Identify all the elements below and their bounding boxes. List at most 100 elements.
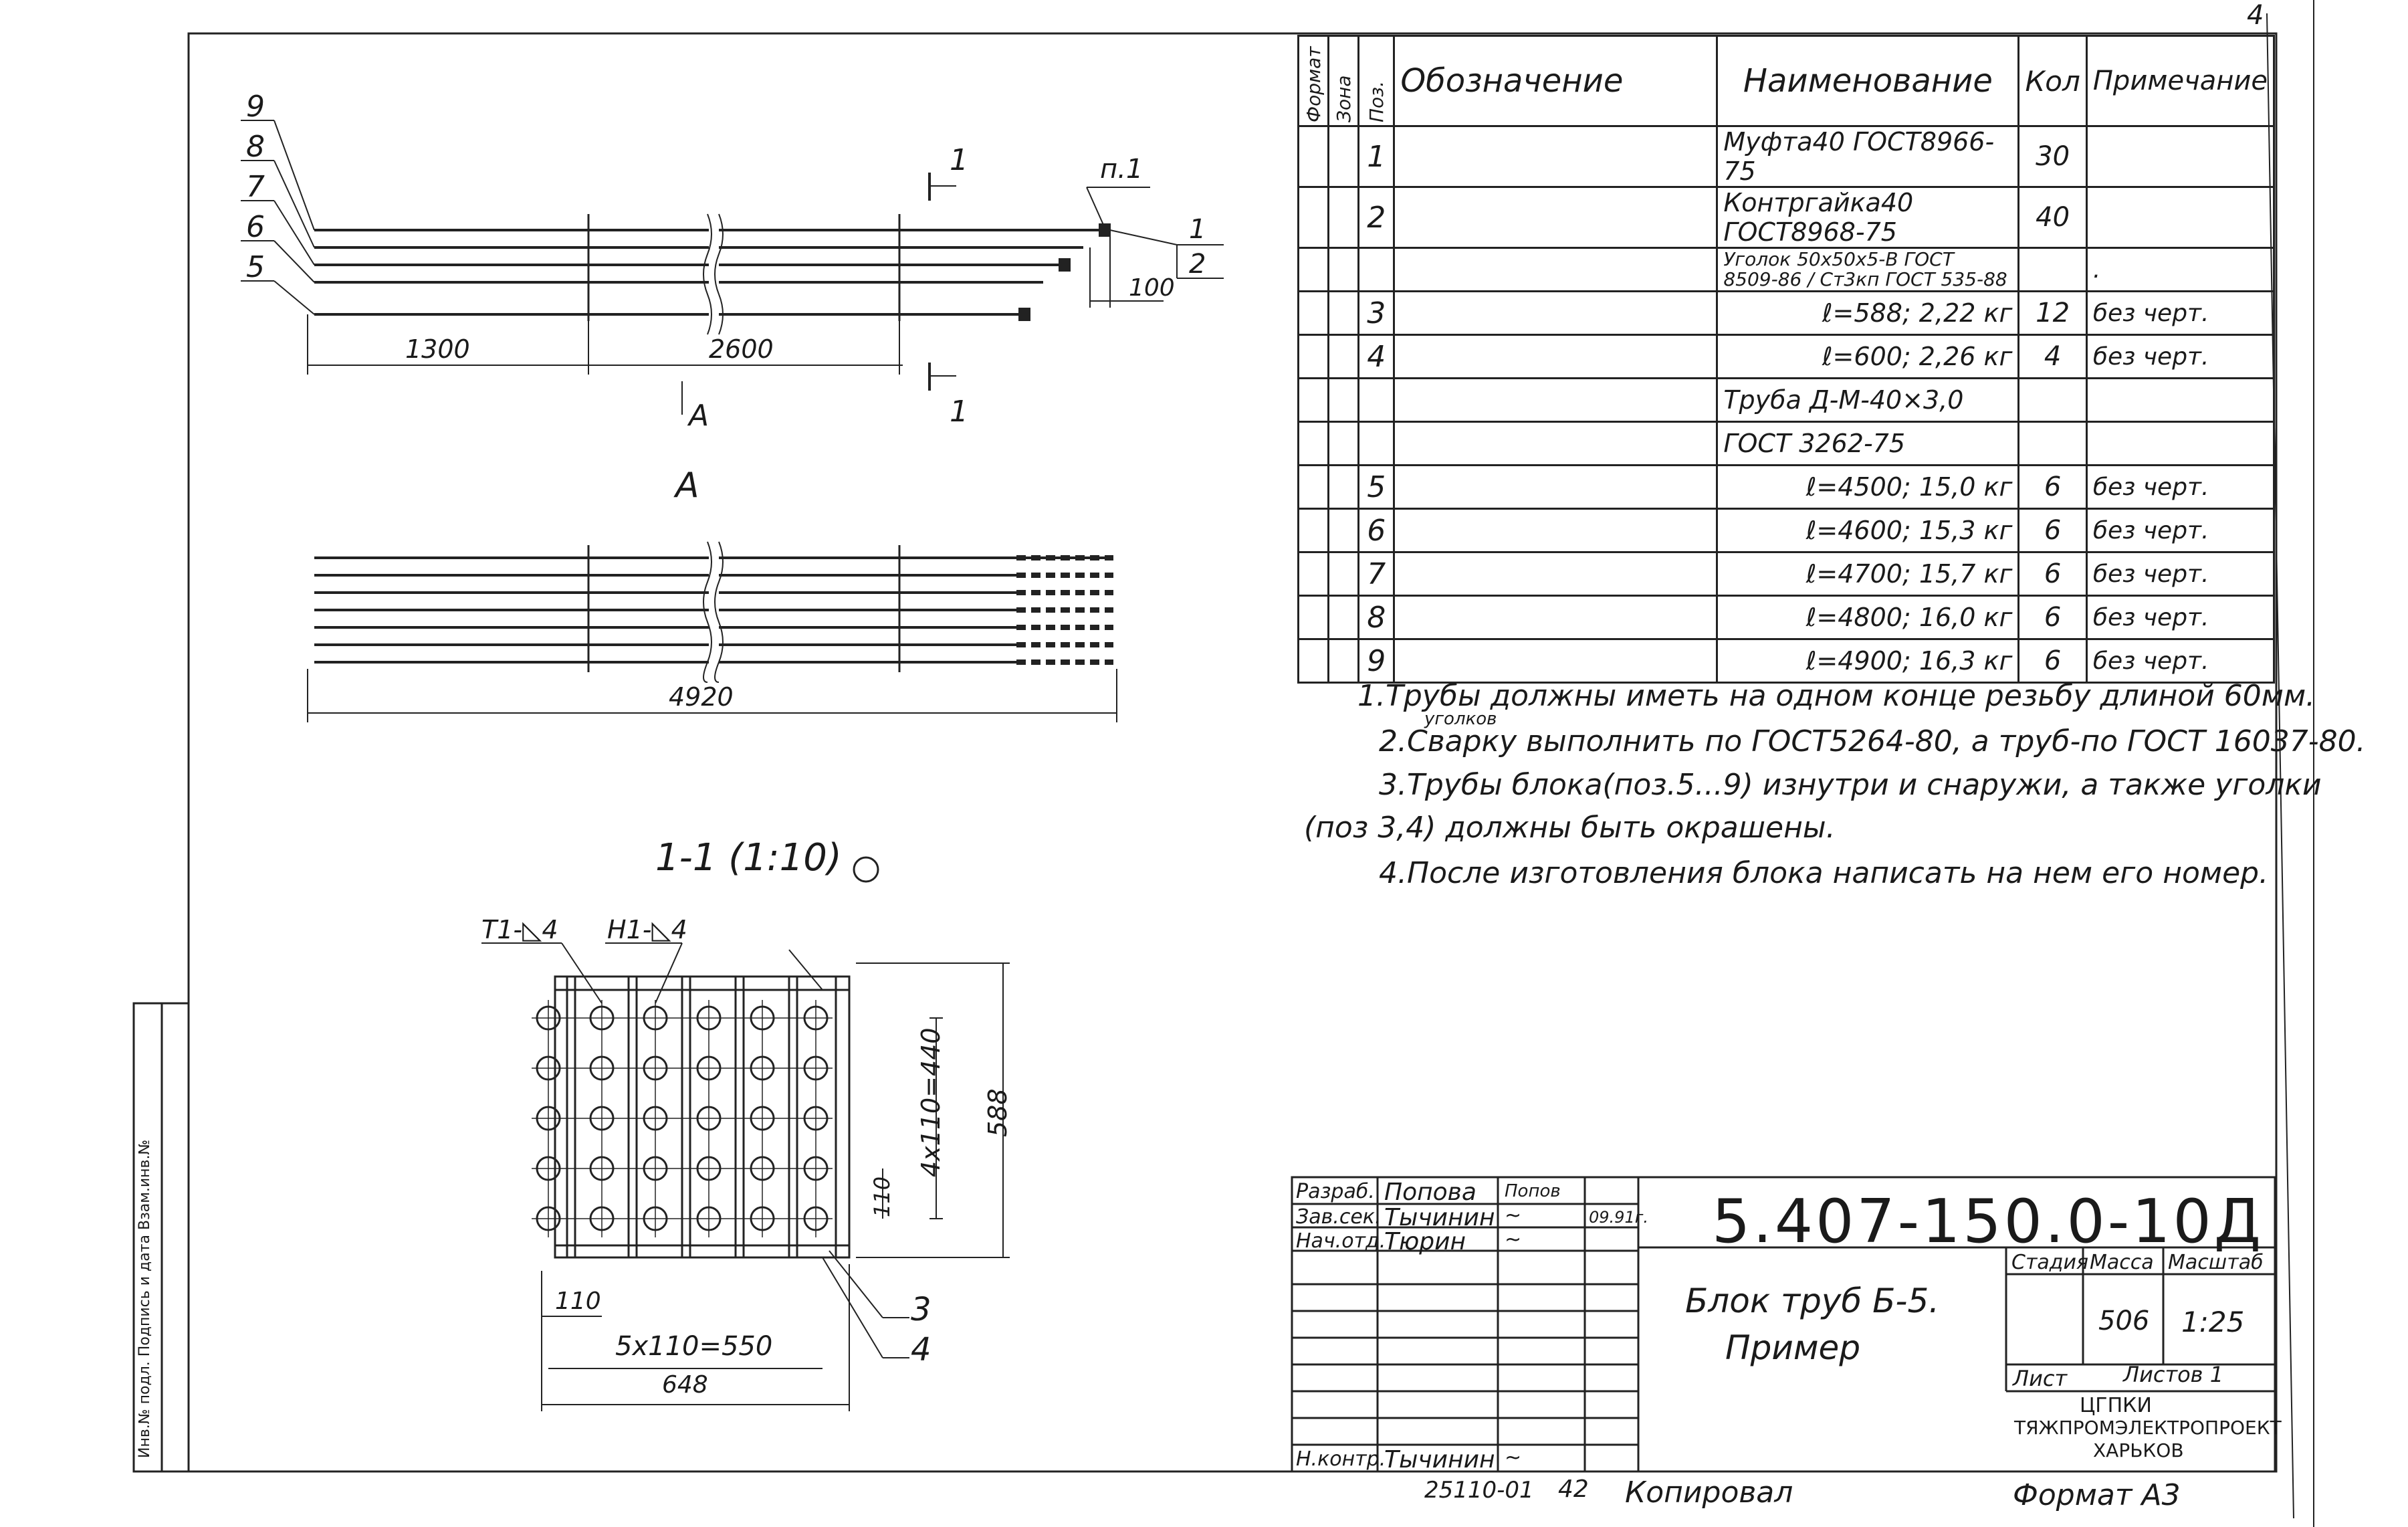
row-qty xyxy=(2017,421,2088,466)
row-name: ℓ=588; 2,22 кг xyxy=(1716,290,2020,336)
row-pos: 1 xyxy=(1357,125,1396,188)
drawing-code: 5.407-150.0-10Д xyxy=(1712,1187,2264,1257)
tb-mass-label: Масса xyxy=(2090,1251,2154,1274)
drawing-title-line2: Пример xyxy=(1725,1328,1861,1367)
weld-label-n1: Н1-◺4 xyxy=(607,915,687,944)
row-qty xyxy=(2017,377,2088,423)
row-name: ℓ=4500; 15,0 кг xyxy=(1716,464,2020,510)
table-row: Труба Д-М-40×3,0 xyxy=(1297,377,2276,423)
tb-name-1: Тычинин xyxy=(1384,1204,1495,1231)
tb-stage-label: Стадия xyxy=(2011,1251,2089,1274)
row-pos: 8 xyxy=(1357,595,1396,640)
tb-sign-2: ~ xyxy=(1505,1228,1522,1251)
row-qty: 30 xyxy=(2017,125,2088,188)
callout-8: 8 xyxy=(246,130,265,164)
row-note: без черт. xyxy=(2085,638,2276,684)
tb-mass-value: 506 xyxy=(2098,1306,2150,1336)
title-block-lines xyxy=(1291,1176,2276,1473)
row-name: Муфта40 ГОСТ8966-75 xyxy=(1716,125,2020,188)
dim-1300: 1300 xyxy=(405,334,470,364)
tb-control-name: Тычинин xyxy=(1384,1446,1495,1473)
section-1-1 xyxy=(481,856,1010,1411)
dim-588: 588 xyxy=(983,1088,1012,1137)
callout-7: 7 xyxy=(246,170,265,204)
row-pos: 2 xyxy=(1357,186,1396,249)
tb-org-1: ЦГПКИ xyxy=(2080,1394,2152,1417)
section-mark-top: 1 xyxy=(950,143,968,177)
row-note xyxy=(2085,421,2276,466)
dim-2600: 2600 xyxy=(709,334,774,364)
view-a-title: А xyxy=(675,466,699,506)
note-2-insert: уголков xyxy=(1424,709,1497,729)
note-2: 2.Сварку выполнить по ГОСТ5264-80, а тру… xyxy=(1379,724,2366,758)
callout-9: 9 xyxy=(246,90,265,124)
row-pos: 5 xyxy=(1357,464,1396,510)
row-qty xyxy=(2017,247,2088,292)
row-note: без черт. xyxy=(2085,595,2276,640)
row-note: без черт. xyxy=(2085,290,2276,336)
corner-mark: 4 xyxy=(2247,0,2264,31)
tb-org-3: ХАРЬКОВ xyxy=(2093,1439,2184,1461)
table-row: Уголок 50х50х5-В ГОСТ 8509-86 / Ст3кп ГО… xyxy=(1297,247,2276,292)
header-zone: Зона xyxy=(1328,35,1359,126)
row-pos xyxy=(1357,421,1396,466)
drawing-frame xyxy=(187,32,2278,1473)
sheet-number: 42 xyxy=(1558,1475,1589,1503)
tb-name-2: Тюрин xyxy=(1384,1228,1466,1255)
row-note xyxy=(2085,377,2276,423)
row-note: без черт. xyxy=(2085,508,2276,553)
note-4: 4.После изготовления блока написать на н… xyxy=(1379,856,2269,890)
row-note: без черт. xyxy=(2085,551,2276,597)
drawing-title-line1: Блок труб Б-5. xyxy=(1685,1282,1940,1320)
row-pos: 6 xyxy=(1357,508,1396,553)
table-row: ГОСТ 3262-75 xyxy=(1297,421,2276,466)
row-note xyxy=(2085,186,2276,249)
row-name: ℓ=4700; 15,7 кг xyxy=(1716,551,2020,597)
callout-2: 2 xyxy=(1189,249,1206,280)
row-qty: 12 xyxy=(2017,290,2088,336)
dim-440: 4х110=440 xyxy=(916,1027,946,1177)
row-pos: 4 xyxy=(1357,334,1396,379)
leader-3: 3 xyxy=(911,1291,932,1328)
row-note: . xyxy=(2085,247,2276,292)
dim-100: 100 xyxy=(1129,274,1175,302)
tb-name-0: Попова xyxy=(1384,1179,1476,1206)
callout-6: 6 xyxy=(246,210,265,244)
tb-scale-label: Масштаб xyxy=(2168,1251,2264,1274)
row-name: ℓ=600; 2,26 кг xyxy=(1716,334,2020,379)
weld-label-t1: Т1-◺4 xyxy=(481,915,558,944)
tb-sheet-label: Лист xyxy=(2013,1366,2068,1391)
row-pos: 9 xyxy=(1357,638,1396,684)
row-qty: 6 xyxy=(2017,464,2088,510)
spec-header-row: Формат Зона Поз. Обозначение Наименовани… xyxy=(1298,35,2276,127)
dim-110-vertical: 110 xyxy=(869,1176,895,1217)
view-arrow-a: А xyxy=(689,399,709,433)
callout-1: 1 xyxy=(1189,214,1206,245)
tb-control-role: Н.контр. xyxy=(1296,1447,1386,1471)
tb-scale-value: 1:25 xyxy=(2181,1306,2245,1338)
row-qty: 6 xyxy=(2017,551,2088,597)
row-qty: 6 xyxy=(2017,508,2088,553)
header-qty: Кол xyxy=(2017,35,2088,127)
tb-org-2: ТЯЖПРОМЭЛЕКТРОПРОЕКТ xyxy=(2014,1417,2282,1439)
dim-110-horizontal: 110 xyxy=(555,1288,601,1315)
row-name: Контргайка40 ГОСТ8968-75 xyxy=(1716,186,2020,249)
header-format: Формат xyxy=(1298,35,1329,126)
tb-sheets-label: Листов 1 xyxy=(2123,1362,2224,1387)
dim-648: 648 xyxy=(662,1371,708,1399)
header-designation: Обозначение xyxy=(1393,35,1719,127)
tb-date-1: 09.91г. xyxy=(1589,1208,1648,1227)
margin-stamp: Инв.№ подл. Подпись и дата Взам.инв.№ xyxy=(136,1139,153,1458)
row-name: ГОСТ 3262-75 xyxy=(1716,421,2020,466)
archive-number: 25110-01 xyxy=(1424,1477,1534,1504)
row-name: ℓ=4800; 16,0 кг xyxy=(1716,595,2020,640)
callout-5: 5 xyxy=(246,250,265,284)
note-3a: 3.Трубы блока(поз.5...9) изнутри и снару… xyxy=(1379,768,2322,802)
